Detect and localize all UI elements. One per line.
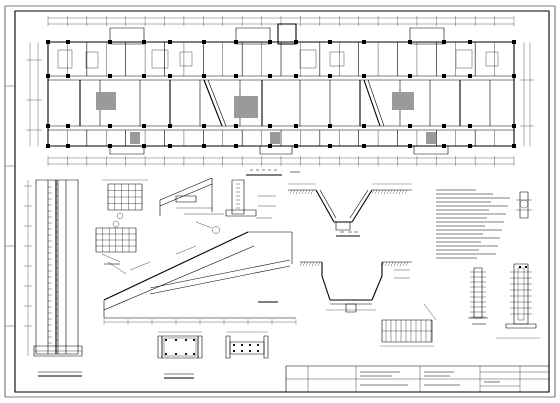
ramp-section — [104, 232, 296, 325]
detail-grid-2 — [96, 221, 136, 264]
foundation-plan — [26, 16, 534, 175]
sheet-frame — [5, 6, 555, 397]
detail-grid-1 — [102, 180, 148, 219]
column-elevation — [468, 268, 488, 324]
retaining-section — [226, 180, 276, 218]
section-pit — [300, 262, 412, 312]
beam-section-b — [226, 332, 268, 358]
footing-detail — [496, 264, 540, 338]
general-notes — [436, 190, 510, 258]
section-2-2 — [288, 184, 412, 236]
stair-detail — [380, 304, 436, 346]
beam-section-a — [158, 332, 202, 378]
wall-section — [24, 180, 82, 376]
title-block — [286, 366, 549, 392]
pile-detail — [516, 192, 532, 218]
ramp-detail — [160, 178, 224, 234]
